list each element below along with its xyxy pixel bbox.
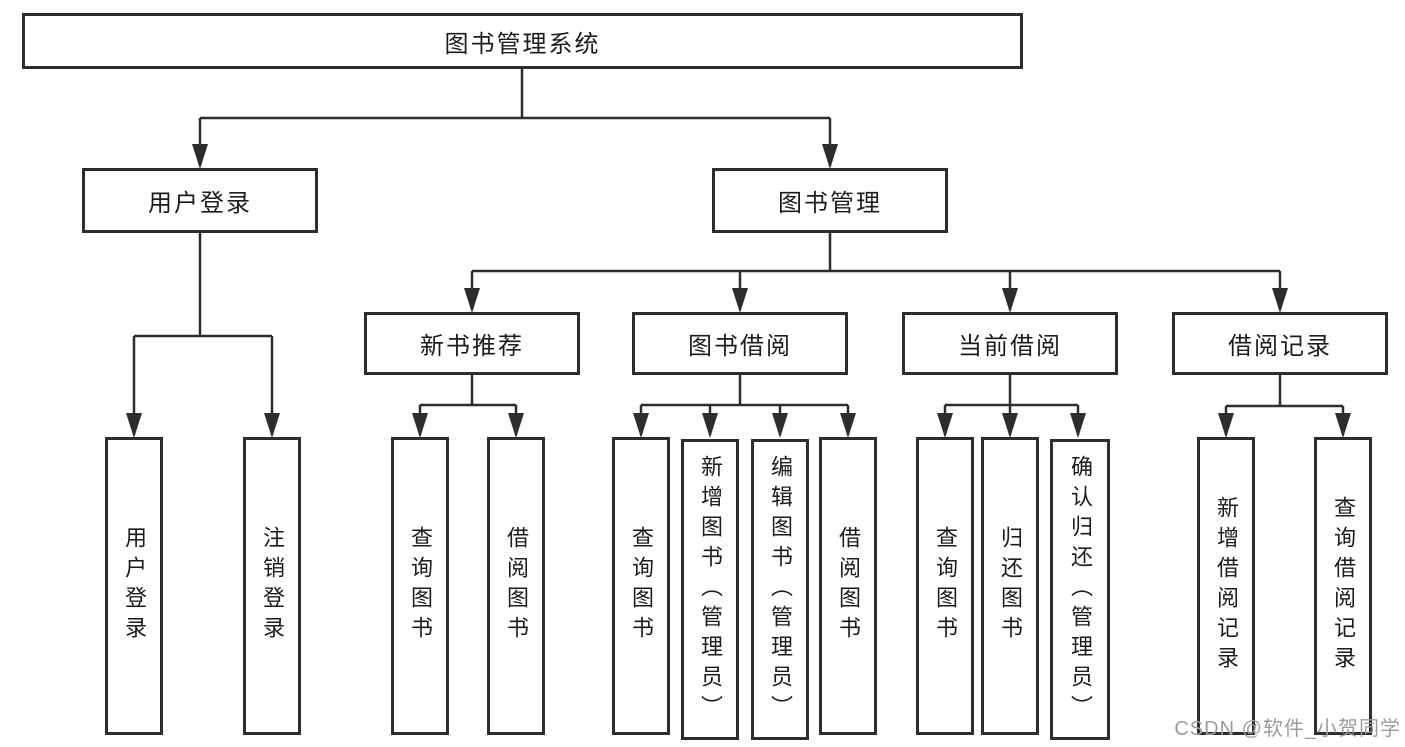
node-book-management-label: 图书管理 <box>778 190 882 217</box>
leaf-borrow-edit-books-admin-label: 编辑图书（管理员） <box>768 454 793 725</box>
node-borrow-record-label: 借阅记录 <box>1228 333 1332 360</box>
node-book-borrow-label: 图书借阅 <box>688 333 792 360</box>
leaf-newbook-query-books: 查询图书 <box>391 437 449 735</box>
leaf-borrow-add-books-admin: 新增图书（管理员） <box>681 439 739 740</box>
leaf-current-return-books: 归还图书 <box>981 437 1039 735</box>
leaf-record-add-borrow-record-label: 新增借阅记录 <box>1214 496 1239 676</box>
node-new-book-recommend-label: 新书推荐 <box>420 333 524 360</box>
arrowhead-icons <box>126 144 1351 438</box>
leaf-borrow-query-books-label: 查询图书 <box>629 526 654 646</box>
leaf-record-query-borrow-record-label: 查询借阅记录 <box>1331 496 1356 676</box>
node-book-borrow: 图书借阅 <box>632 312 848 375</box>
leaf-current-confirm-return-admin-label: 确认归还（管理员） <box>1068 454 1093 725</box>
node-root-label: 图书管理系统 <box>444 30 601 58</box>
csdn-watermark: CSDN @软件_小贺同学 <box>1174 718 1401 740</box>
leaf-current-query-books-label: 查询图书 <box>933 526 958 646</box>
leaf-user-login: 用户登录 <box>105 437 163 735</box>
leaf-logout-label: 注销登录 <box>260 526 285 646</box>
leaf-borrow-borrow-books: 借阅图书 <box>819 437 877 735</box>
node-user-login-label: 用户登录 <box>148 190 252 217</box>
leaf-borrow-query-books: 查询图书 <box>612 437 670 735</box>
leaf-newbook-borrow-books-label: 借阅图书 <box>504 526 529 646</box>
leaf-newbook-query-books-label: 查询图书 <box>408 526 433 646</box>
leaf-user-login-label: 用户登录 <box>122 526 147 646</box>
node-book-management: 图书管理 <box>712 168 948 233</box>
node-current-borrow: 当前借阅 <box>902 312 1118 375</box>
node-root-system: 图书管理系统 <box>22 13 1023 69</box>
leaf-record-query-borrow-record: 查询借阅记录 <box>1314 437 1372 735</box>
leaf-current-query-books: 查询图书 <box>916 437 974 735</box>
node-user-login: 用户登录 <box>82 168 318 233</box>
node-new-book-recommend: 新书推荐 <box>364 312 580 375</box>
node-borrow-record: 借阅记录 <box>1172 312 1388 375</box>
leaf-current-return-books-label: 归还图书 <box>998 526 1023 646</box>
node-current-borrow-label: 当前借阅 <box>958 333 1062 360</box>
leaf-record-add-borrow-record: 新增借阅记录 <box>1197 437 1255 735</box>
leaf-logout: 注销登录 <box>243 437 301 735</box>
leaf-borrow-add-books-admin-label: 新增图书（管理员） <box>698 454 723 725</box>
leaf-borrow-borrow-books-label: 借阅图书 <box>836 526 861 646</box>
leaf-newbook-borrow-books: 借阅图书 <box>487 437 545 735</box>
leaf-borrow-edit-books-admin: 编辑图书（管理员） <box>751 439 809 740</box>
leaf-current-confirm-return-admin: 确认归还（管理员） <box>1050 439 1110 740</box>
